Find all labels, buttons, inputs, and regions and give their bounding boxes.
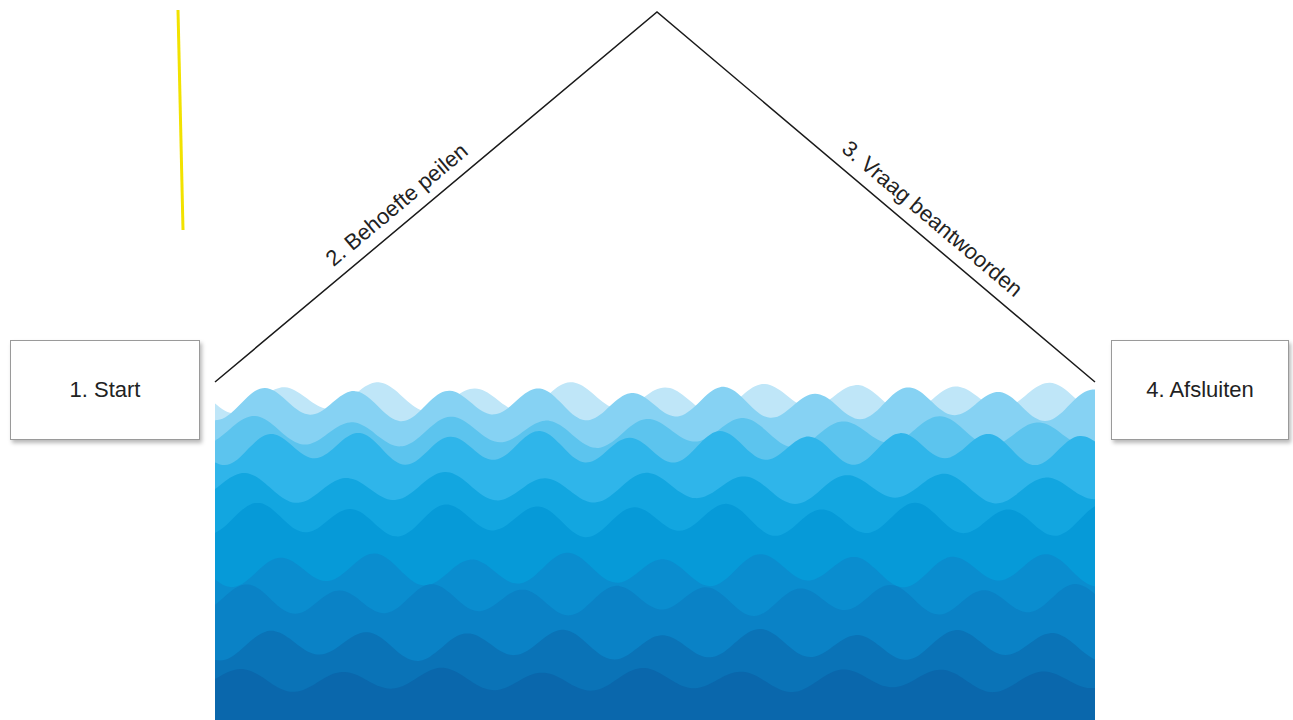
step-box: 4. Afsluiten — [1111, 340, 1289, 440]
wave-layer — [215, 431, 1095, 720]
yellow-marker-line — [178, 10, 183, 230]
wave-layer — [215, 382, 1095, 720]
roof-line — [215, 12, 1095, 382]
wave-layers — [215, 382, 1095, 720]
wave-layer — [215, 472, 1095, 720]
step-label: 1. Start — [70, 377, 141, 403]
step-box: 1. Start — [10, 340, 200, 440]
wave-layer — [215, 387, 1095, 720]
phase-label: 2. Behoefte peilen — [321, 138, 473, 270]
wave-layer — [215, 584, 1095, 720]
wave-layer — [215, 503, 1095, 720]
wave-layer — [215, 668, 1095, 720]
phase-label: 3. Vraag beantwoorden — [837, 137, 1027, 303]
wave-layer — [215, 553, 1095, 720]
step-label: 4. Afsluiten — [1146, 377, 1254, 403]
wave-layer — [215, 629, 1095, 720]
wave-layer — [215, 416, 1095, 720]
